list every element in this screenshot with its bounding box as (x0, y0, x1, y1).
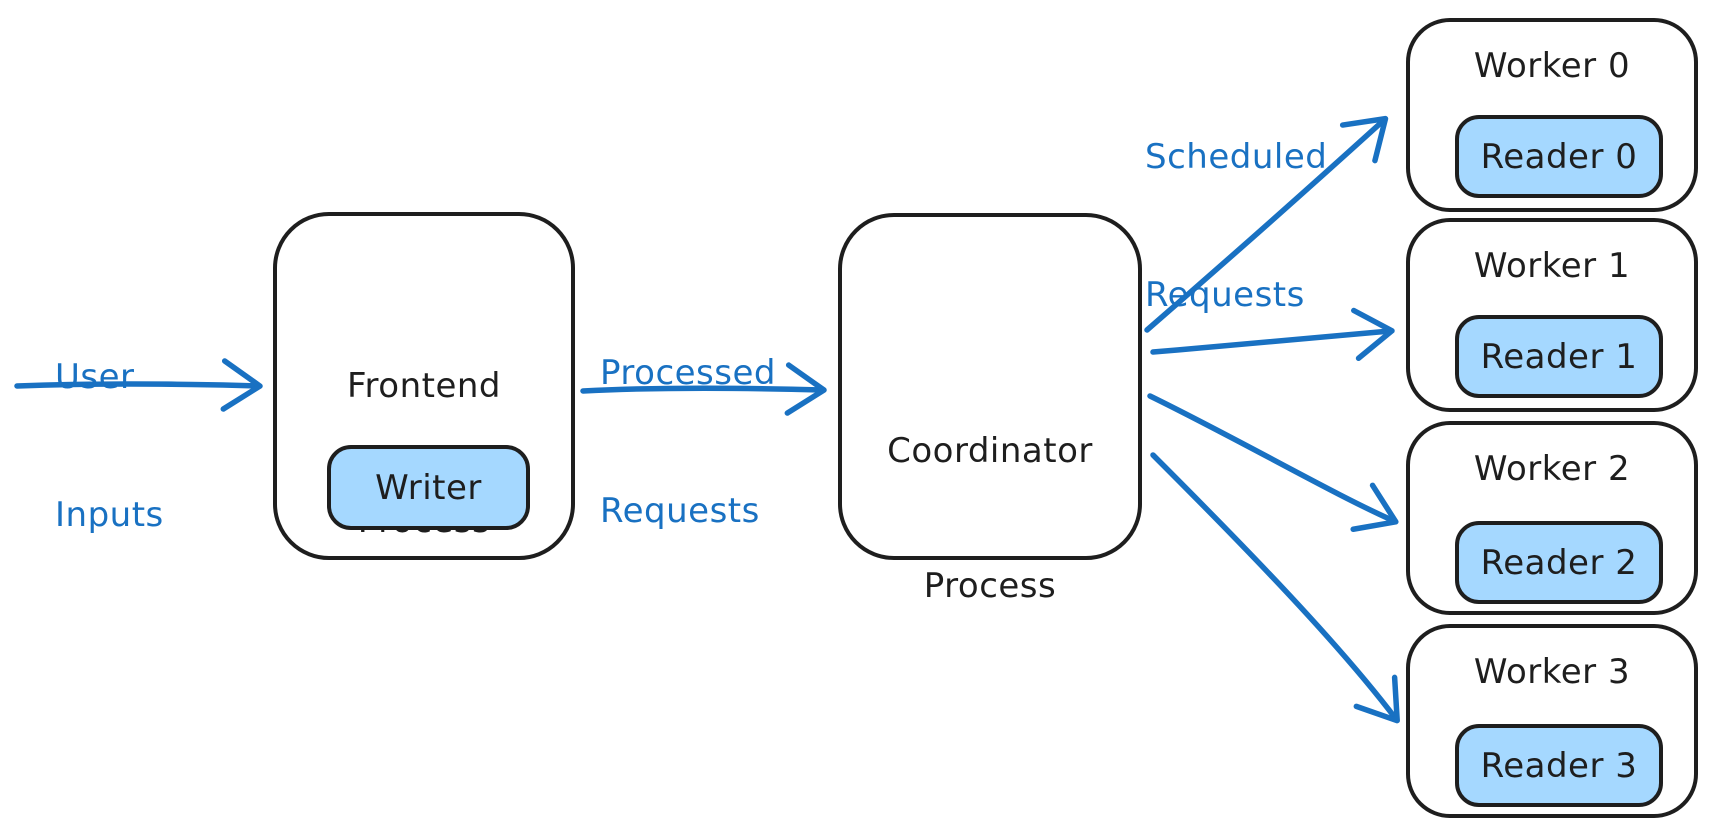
user-inputs-label: User Inputs (55, 262, 164, 630)
worker-0-title: Worker 0 (1473, 46, 1631, 86)
reader-0-node: Reader 0 (1455, 115, 1663, 198)
coordinator-process-title-line1: Coordinator (887, 431, 1093, 471)
reader-3-label: Reader 3 (1480, 745, 1638, 786)
writer-node-label: Writer (375, 467, 482, 508)
user-inputs-label-line1: User (55, 357, 135, 397)
reader-3-node: Reader 3 (1455, 724, 1663, 807)
coordinator-process-title: Coordinator Process (842, 339, 1138, 699)
worker-1-node: Worker 1 Reader 1 (1406, 218, 1698, 412)
scheduled-requests-label-line1: Scheduled (1145, 137, 1328, 177)
coordinator-process-node: Coordinator Process (838, 213, 1142, 606)
scheduled-requests-label-line2: Requests (1145, 275, 1305, 315)
arrow-scheduled-worker-3 (1150, 452, 1400, 724)
user-inputs-label-line2: Inputs (55, 495, 164, 535)
worker-2-title: Worker 2 (1473, 449, 1631, 489)
reader-0-label: Reader 0 (1480, 136, 1638, 177)
reader-2-label: Reader 2 (1480, 542, 1638, 583)
worker-0-node: Worker 0 Reader 0 (1406, 18, 1698, 212)
writer-node: Writer (327, 445, 530, 530)
processed-requests-label: Processed Requests (600, 258, 776, 626)
reader-2-node: Reader 2 (1455, 521, 1663, 604)
worker-3-title: Worker 3 (1473, 652, 1631, 692)
arrow-scheduled-worker-2 (1147, 393, 1399, 532)
processed-requests-label-line2: Requests (600, 491, 760, 531)
processed-requests-label-line1: Processed (600, 353, 776, 393)
worker-2-node: Worker 2 Reader 2 (1406, 421, 1698, 615)
reader-1-node: Reader 1 (1455, 315, 1663, 398)
worker-3-node: Worker 3 Reader 3 (1406, 624, 1698, 818)
worker-1-title: Worker 1 (1473, 246, 1631, 286)
frontend-process-node: Frontend Process Writer (273, 212, 575, 560)
coordinator-process-title-line2: Process (923, 566, 1057, 606)
reader-1-label: Reader 1 (1480, 336, 1638, 377)
scheduled-requests-label: Scheduled Requests (1145, 42, 1327, 410)
frontend-process-title-line1: Frontend (346, 366, 502, 406)
